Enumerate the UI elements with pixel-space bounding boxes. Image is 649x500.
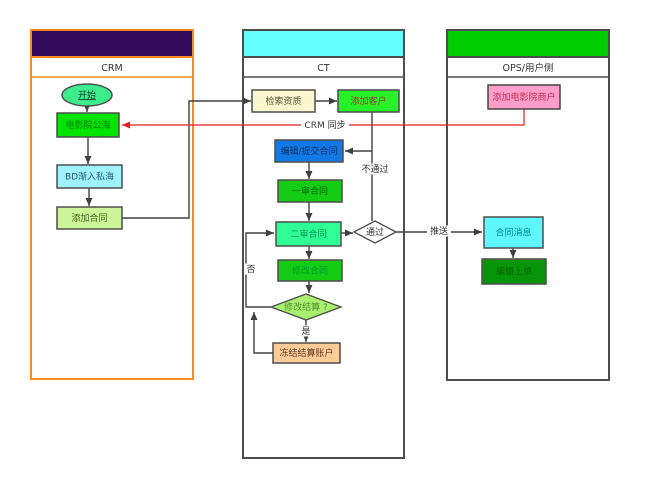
node-start: 开始 [61, 83, 113, 107]
node-edit-listing: 编辑上单 [481, 258, 547, 285]
node-freeze-settlement-account: 冻结结算账户 [272, 342, 341, 364]
label-fail: 不通过 [358, 163, 392, 175]
lane-crm-body [30, 29, 194, 380]
add-contract-shape [56, 206, 123, 230]
second-review-contract-shape [275, 221, 342, 247]
edit-submit-contract-shape [274, 139, 344, 163]
node-check-qualification: 检索资质 [251, 89, 316, 113]
label-fail-bg [358, 163, 392, 175]
start-shape [61, 83, 113, 107]
label-crm-sync: CRM 同步 [301, 119, 349, 131]
cinema-public-pool-shape [56, 112, 120, 138]
lane-crm-title: CRM [101, 63, 122, 74]
lane-ct-header-bar [242, 29, 405, 58]
label-crm-sync-bg [301, 119, 349, 131]
cinema-public-pool-label: 电影院公海 [65, 119, 110, 131]
node-pass-decision: 通过 [352, 220, 398, 244]
contract-message-label: 合同消息 [495, 227, 531, 239]
node-bd-private-pool: BD渐入私海 [56, 164, 123, 189]
edit-submit-contract-label: 编辑/提交合同 [280, 145, 337, 157]
check-qualification-shape [251, 89, 316, 113]
add-cinema-merchant-label: 添加电影院商户 [492, 91, 555, 103]
label-yes: 是 [299, 325, 313, 337]
add-customer-label: 添加客户 [350, 95, 386, 107]
lane-ops: OPS/用户侧 [446, 29, 610, 381]
first-review-contract-label: 一审合同 [292, 185, 328, 197]
modify-settlement-decision-shape [269, 293, 343, 321]
node-contract-message: 合同消息 [483, 216, 544, 249]
label-yes-bg [299, 325, 313, 337]
lane-ops-title: OPS/用户侧 [503, 62, 554, 74]
node-add-contract: 添加合同 [56, 206, 123, 230]
node-edit-submit-contract: 编辑/提交合同 [274, 139, 344, 163]
label-push: 推送 [427, 225, 451, 237]
add-customer-shape [337, 89, 400, 113]
contract-message-shape [483, 216, 544, 249]
modify-contract-label: 修改合同 [292, 265, 328, 277]
pass-decision-shape [352, 220, 398, 244]
node-first-review-contract: 一审合同 [277, 179, 343, 203]
pass-decision-label: 通过 [366, 226, 384, 238]
edge-crm-sync-line [122, 109, 525, 129]
node-second-review-contract: 二审合同 [275, 221, 342, 247]
label-no-text: 否 [246, 264, 255, 275]
freeze-settlement-account-shape [272, 342, 341, 364]
label-yes-text: 是 [301, 326, 310, 337]
edge-add-contract-to-check-qualification [122, 97, 251, 219]
node-modify-settlement-decision: 修改结算 ? [269, 293, 343, 321]
edit-listing-shape [481, 258, 547, 285]
start-label: 开始 [78, 89, 96, 101]
freeze-settlement-account-label: 冻结结算账户 [279, 347, 333, 359]
first-review-contract-shape [277, 179, 343, 203]
second-review-contract-label: 二审合同 [290, 228, 326, 240]
label-no: 否 [244, 263, 258, 275]
lane-crm-header-bar [30, 29, 194, 58]
bd-private-pool-label: BD渐入私海 [65, 171, 114, 183]
lane-ops-header-bar [446, 29, 610, 58]
label-no-bg [244, 263, 258, 275]
lane-ops-body [446, 29, 610, 381]
node-cinema-public-pool: 电影院公海 [56, 112, 120, 138]
node-add-customer: 添加客户 [337, 89, 400, 113]
bd-private-pool-shape [56, 164, 123, 189]
lane-ct-title: CT [317, 63, 330, 74]
add-cinema-merchant-shape [487, 84, 561, 110]
label-fail-text: 不通过 [361, 163, 388, 175]
label-push-bg [427, 225, 451, 237]
edge-freeze-loop-up [250, 312, 273, 354]
edit-listing-label: 编辑上单 [496, 266, 532, 278]
label-push-text: 推送 [430, 225, 448, 237]
node-add-cinema-merchant: 添加电影院商户 [487, 84, 561, 110]
lane-crm: CRM [30, 29, 194, 380]
label-crm-sync-text: CRM 同步 [304, 120, 345, 131]
modify-settlement-decision-label: 修改结算 ? [284, 301, 328, 313]
add-contract-label: 添加合同 [71, 212, 107, 224]
check-qualification-label: 检索资质 [265, 95, 301, 107]
modify-contract-shape [277, 259, 343, 282]
node-modify-contract: 修改合同 [277, 259, 343, 282]
